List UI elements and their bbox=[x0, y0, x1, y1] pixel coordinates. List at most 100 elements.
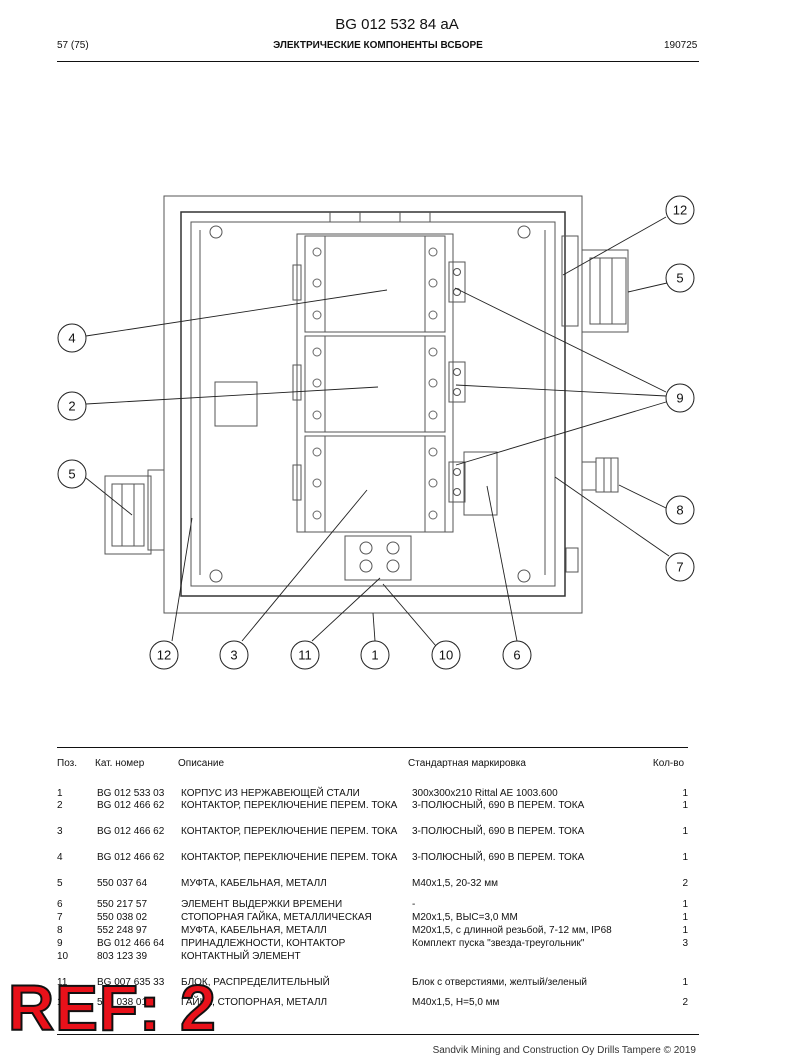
timer-element bbox=[463, 451, 498, 516]
row-cat: BG 012 466 62 bbox=[97, 800, 165, 811]
reference-stamp: REF: 2 bbox=[7, 972, 217, 1044]
row-pos: 3 bbox=[57, 826, 63, 837]
mounting-plate bbox=[190, 221, 556, 587]
row-cat: 550 038 01 bbox=[97, 997, 148, 1008]
table-row: 10 803 123 39 КОНТАКТНЫЙ ЭЛЕМЕНТ bbox=[57, 951, 688, 977]
callout-label: 5 bbox=[676, 271, 683, 286]
callout-bubbles bbox=[57, 195, 695, 670]
row-std: 3-ПОЛЮСНЫЙ, 690 В ПЕРЕМ. ТОКА bbox=[412, 826, 585, 837]
callout-label: 12 bbox=[673, 203, 687, 218]
header-cat: Кат. номер bbox=[95, 758, 145, 769]
row-desc: ПРИНАДЛЕЖНОСТИ, КОНТАКТОР bbox=[181, 938, 346, 949]
header-std: Стандартная маркировка bbox=[408, 758, 526, 769]
header-rule bbox=[57, 61, 699, 62]
side-bracket bbox=[214, 381, 258, 427]
row-cat: BG 007 635 33 bbox=[97, 977, 165, 988]
row-std: M40x1,5, 20-32 мм bbox=[412, 878, 499, 889]
table-row: 6 550 217 57 ЭЛЕМЕНТ ВЫДЕРЖКИ ВРЕМЕНИ - … bbox=[57, 899, 688, 912]
row-std: 3-ПОЛЮСНЫЙ, 690 В ПЕРЕМ. ТОКА bbox=[412, 800, 585, 811]
table-row: 8 552 248 97 МУФТА, КАБЕЛЬНАЯ, МЕТАЛЛ M2… bbox=[57, 925, 688, 938]
footer-rule bbox=[57, 1034, 699, 1035]
cable-gland-left bbox=[104, 469, 165, 555]
parts-table: Поз. Кат. номер Описание Стандартная мар… bbox=[57, 748, 688, 1010]
row-qty: 1 bbox=[682, 826, 688, 837]
table-row: 12 550 038 01 ГАЙКА, СТОПОРНАЯ, МЕТАЛЛ M… bbox=[57, 997, 688, 1010]
header-pos: Поз. bbox=[57, 758, 77, 769]
row-cat: 550 037 64 bbox=[97, 878, 148, 889]
revision-code: 190725 bbox=[664, 40, 698, 51]
row-desc: БЛОК, РАСПРЕДЕЛИТЕЛЬНЫЙ bbox=[181, 977, 330, 988]
callout-label: 3 bbox=[230, 648, 237, 663]
callout-label: 11 bbox=[298, 648, 312, 663]
row-pos: 4 bbox=[57, 852, 63, 863]
row-std: Комплект пуска "звезда-треугольник" bbox=[412, 938, 585, 949]
page-number: 57 (75) bbox=[57, 40, 89, 51]
table-top-rule bbox=[57, 747, 688, 748]
table-row: 3 BG 012 466 62 КОНТАКТОР, ПЕРЕКЛЮЧЕНИЕ … bbox=[57, 826, 688, 852]
terminal-block bbox=[344, 535, 412, 581]
row-std: M40x1,5, H=5,0 мм bbox=[412, 997, 500, 1008]
enclosure-outer bbox=[163, 195, 583, 614]
row-cat: 552 248 97 bbox=[97, 925, 148, 936]
section-title: ЭЛЕКТРИЧЕСКИЕ КОМПОНЕНТЫ ВСБОРЕ bbox=[273, 40, 483, 51]
callout-label: 7 bbox=[676, 560, 683, 575]
table-row: 9 BG 012 466 64 ПРИНАДЛЕЖНОСТИ, КОНТАКТО… bbox=[57, 938, 688, 951]
row-cat: 803 123 39 bbox=[97, 951, 148, 962]
row-desc: ЭЛЕМЕНТ ВЫДЕРЖКИ ВРЕМЕНИ bbox=[181, 899, 343, 910]
leader-lines bbox=[85, 216, 670, 647]
row-qty: 1 bbox=[682, 800, 688, 811]
row-desc: КОНТАКТОР, ПЕРЕКЛЮЧЕНИЕ ПЕРЕМ. ТОКА bbox=[181, 826, 398, 837]
assembly-drawing: 12 5 4 9 2 5 8 7 12 3 11 1 10 6 bbox=[57, 195, 695, 670]
table-row: 2 BG 012 466 62 КОНТАКТОР, ПЕРЕКЛЮЧЕНИЕ … bbox=[57, 800, 688, 826]
row-desc: МУФТА, КАБЕЛЬНАЯ, МЕТАЛЛ bbox=[181, 878, 327, 889]
row-qty: 1 bbox=[682, 925, 688, 936]
row-qty: 2 bbox=[682, 997, 688, 1008]
callout-label: 2 bbox=[68, 399, 75, 414]
callout-label: 1 bbox=[371, 648, 378, 663]
row-desc: КОНТАКТОР, ПЕРЕКЛЮЧЕНИЕ ПЕРЕМ. ТОКА bbox=[181, 800, 398, 811]
row-pos: 12 bbox=[57, 997, 69, 1008]
enclosure-frame bbox=[180, 211, 566, 597]
row-pos: 11 bbox=[57, 977, 68, 988]
row-std: - bbox=[412, 899, 416, 910]
row-pos: 6 bbox=[57, 899, 63, 910]
callout-label: 10 bbox=[439, 648, 453, 663]
row-std: M20x1,5, ВЫС=3,0 ММ bbox=[412, 912, 518, 923]
callout-label: 6 bbox=[513, 648, 520, 663]
callout-label: 4 bbox=[68, 331, 75, 346]
row-desc: КОНТАКТОР, ПЕРЕКЛЮЧЕНИЕ ПЕРЕМ. ТОКА bbox=[181, 852, 398, 863]
table-header: Поз. Кат. номер Описание Стандартная мар… bbox=[57, 748, 688, 788]
header-desc: Описание bbox=[178, 758, 225, 769]
row-cat: 550 217 57 bbox=[97, 899, 148, 910]
header-qty: Кол-во bbox=[652, 758, 684, 769]
callout-label: 12 bbox=[157, 648, 171, 663]
row-pos: 9 bbox=[57, 938, 63, 949]
small-cable-gland bbox=[581, 457, 619, 493]
row-pos: 5 bbox=[57, 878, 63, 889]
row-std: M20x1,5, с длинной резьбой, 7-12 мм, IP6… bbox=[412, 925, 612, 936]
row-qty: 1 bbox=[682, 977, 688, 988]
row-pos: 2 bbox=[57, 800, 63, 811]
row-desc: ГАЙКА, СТОПОРНАЯ, МЕТАЛЛ bbox=[181, 997, 328, 1008]
row-pos: 7 bbox=[57, 912, 63, 923]
table-row: 4 BG 012 466 62 КОНТАКТОР, ПЕРЕКЛЮЧЕНИЕ … bbox=[57, 852, 688, 878]
row-qty: 1 bbox=[682, 912, 688, 923]
contactor-stack bbox=[292, 233, 454, 533]
row-cat: BG 012 466 62 bbox=[97, 826, 165, 837]
document-number: BG 012 532 84 aA bbox=[335, 16, 459, 33]
row-desc: СТОПОРНАЯ ГАЙКА, МЕТАЛЛИЧЕСКАЯ bbox=[181, 912, 372, 923]
row-cat: BG 012 533 03 bbox=[97, 788, 165, 799]
row-cat: BG 012 466 64 bbox=[97, 938, 165, 949]
row-cat: 550 038 02 bbox=[97, 912, 148, 923]
row-std: Блок с отверстиями, желтый/зеленый bbox=[412, 977, 588, 988]
row-std: 3-ПОЛЮСНЫЙ, 690 В ПЕРЕМ. ТОКА bbox=[412, 852, 585, 863]
row-pos: 1 bbox=[57, 788, 63, 799]
row-qty: 1 bbox=[682, 852, 688, 863]
callout-label: 9 bbox=[676, 391, 683, 406]
table-row: 1 BG 012 533 03 КОРПУС ИЗ НЕРЖАВЕЮЩЕЙ СТ… bbox=[57, 788, 688, 800]
row-qty: 1 bbox=[682, 899, 688, 910]
row-qty: 2 bbox=[682, 878, 688, 889]
auxiliary-contacts bbox=[448, 261, 466, 503]
row-desc: КОРПУС ИЗ НЕРЖАВЕЮЩЕЙ СТАЛИ bbox=[181, 788, 360, 799]
cable-gland-right bbox=[561, 235, 629, 333]
